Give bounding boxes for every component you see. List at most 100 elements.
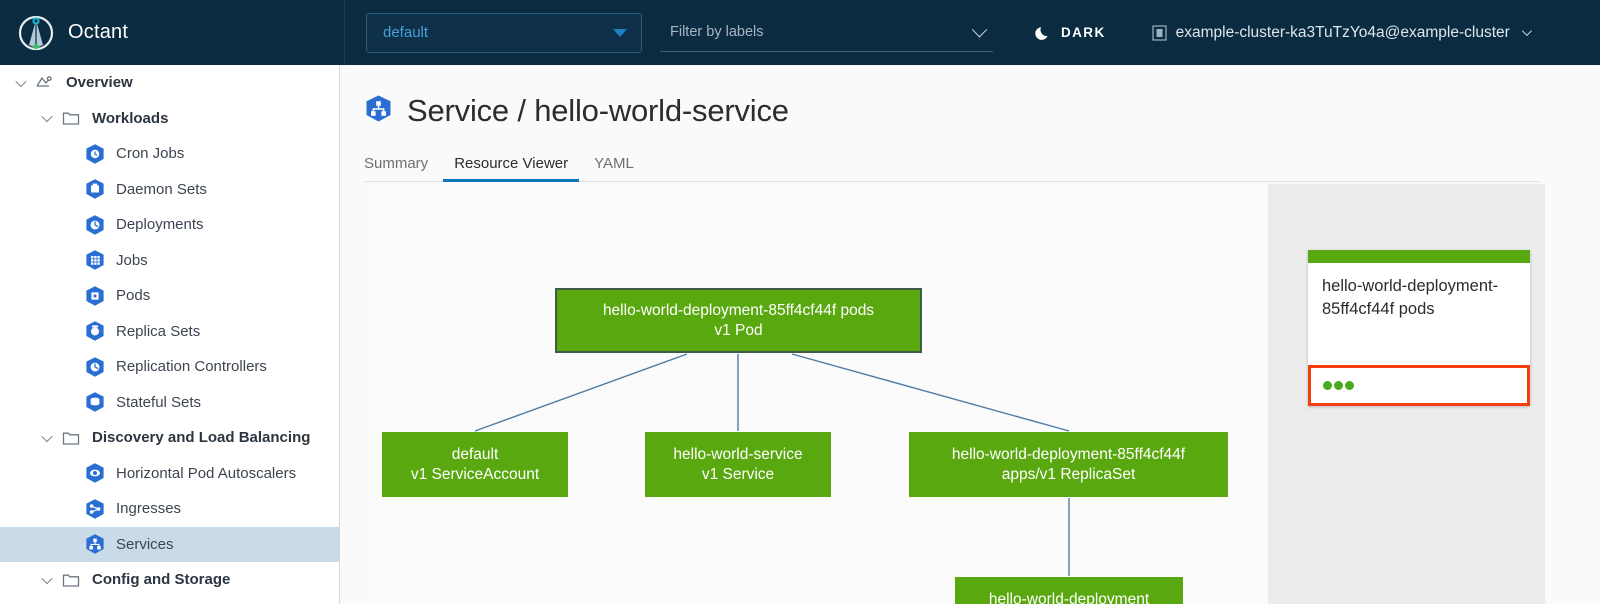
sidebar-item-deployments[interactable]: Deployments: [0, 207, 339, 243]
namespace-value: default: [383, 24, 429, 41]
sidebar-item-label: Replication Controllers: [116, 358, 267, 376]
graph-node-kind: v1 Service: [701, 465, 775, 483]
graph-edge-pod-to-replicaset: [791, 353, 1070, 432]
graph-edges: [474, 353, 1070, 576]
namespace-selector[interactable]: default: [366, 12, 642, 53]
card-status-accent-bar: [1308, 250, 1530, 263]
sidebar-item-jobs[interactable]: Jobs: [0, 243, 339, 279]
sidebar-item-label: Cron Jobs: [116, 145, 185, 163]
chevron-down-icon[interactable]: [34, 111, 60, 123]
sidebar-item-label: Deployments: [116, 216, 204, 234]
sidebar-item-label: Services: [116, 535, 174, 553]
folder-icon: [60, 107, 82, 129]
k8s-hpa-icon: [84, 462, 106, 484]
chevron-down-icon[interactable]: [8, 75, 34, 87]
graph-node-kind: v1 ServiceAccount: [410, 465, 540, 483]
k8s-service-icon: [84, 533, 106, 555]
labels-filter-input[interactable]: Filter by labels: [660, 14, 993, 52]
sidebar-item-pods[interactable]: Pods: [0, 278, 339, 314]
sidebar-item-label: Config and Storage: [92, 571, 231, 589]
sidebar-item-label: Replica Sets: [116, 322, 201, 340]
k8s-deployment-icon: [84, 214, 106, 236]
sidebar-item-workloads[interactable]: Workloads: [0, 101, 339, 137]
overview-icon: [34, 72, 56, 94]
cluster-selector[interactable]: example-cluster-ka3TuTzYo4a@example-clus…: [1152, 23, 1532, 42]
status-dot[interactable]: [1323, 381, 1332, 390]
sidebar-item-label: Discovery and Load Balancing: [92, 429, 311, 447]
graph-edge-pod-to-serviceaccount: [474, 353, 688, 432]
folder-icon: [60, 569, 82, 591]
graph-node-name: hello-world-deployment-85ff4cf44f: [951, 445, 1186, 463]
theme-toggle-label: DARK: [1061, 25, 1106, 40]
tab-yaml[interactable]: YAML: [594, 155, 634, 172]
octant-logo-icon: [18, 15, 54, 51]
graph-node-name: hello-world-service: [673, 445, 803, 463]
sidebar-item-cron-jobs[interactable]: Cron Jobs: [0, 136, 339, 172]
chevron-down-icon: [971, 21, 988, 37]
theme-toggle[interactable]: DARK: [1035, 24, 1106, 41]
main-content: Service / hello-world-service Summary Res…: [340, 65, 1600, 604]
sidebar-item-replica-sets[interactable]: Replica Sets: [0, 314, 339, 350]
chevron-down-icon: [1521, 26, 1532, 37]
k8s-replicationcontroller-icon: [84, 356, 106, 378]
tab-summary[interactable]: Summary: [364, 155, 429, 172]
tab-bar[interactable]: Summary Resource Viewer YAML: [364, 151, 1540, 182]
page-title-text: Service / hello-world-service: [407, 93, 789, 128]
graph-node-replicaset[interactable]: hello-world-deployment-85ff4cf44f apps/v1…: [909, 432, 1228, 497]
tab-resource-viewer[interactable]: Resource Viewer: [441, 155, 581, 182]
folder-icon: [60, 427, 82, 449]
sidebar-item-overview[interactable]: Overview: [0, 65, 339, 101]
card-title: hello-world-deployment-85ff4cf44f pods: [1322, 277, 1499, 318]
moon-icon: [1035, 24, 1052, 41]
sidebar-item-label: Ingresses: [116, 500, 182, 518]
cluster-label: example-cluster-ka3TuTzYo4a@example-clus…: [1175, 23, 1510, 41]
k8s-cronjob-icon: [84, 143, 106, 165]
sidebar-item-stateful-sets[interactable]: Stateful Sets: [0, 385, 339, 421]
sidebar-item-discovery-and-load-balancing[interactable]: Discovery and Load Balancing: [0, 420, 339, 456]
sidebar-item-ingresses[interactable]: Ingresses: [0, 491, 339, 527]
status-dot[interactable]: [1334, 381, 1343, 390]
sidebar-item-label: Overview: [66, 74, 133, 92]
resource-detail-card[interactable]: hello-world-deployment-85ff4cf44f pods: [1308, 250, 1530, 406]
chevron-down-icon: [613, 28, 627, 37]
sidebar-item-replication-controllers[interactable]: Replication Controllers: [0, 349, 339, 385]
k8s-ingress-icon: [84, 498, 106, 520]
k8s-service-icon: [364, 94, 393, 128]
chevron-down-icon[interactable]: [34, 430, 60, 442]
brand-title: Octant: [68, 21, 129, 43]
top-header: Octant default Filter by labels DARK: [0, 0, 1600, 65]
k8s-daemonset-icon: [84, 178, 106, 200]
sidebar-item-services[interactable]: Services: [0, 526, 339, 562]
sidebar-item-label: Workloads: [92, 109, 169, 127]
sidebar-item-daemon-sets[interactable]: Daemon Sets: [0, 172, 339, 208]
page-title: Service / hello-world-service: [340, 65, 1600, 129]
graph-node-pod[interactable]: hello-world-deployment-85ff4cf44f pods v1…: [555, 288, 922, 353]
sidebar-item-label: Pods: [116, 287, 151, 305]
sidebar-item-label: Stateful Sets: [116, 393, 202, 411]
brand-area[interactable]: Octant: [0, 0, 345, 65]
graph-node-name: hello-world-deployment-85ff4cf44f pods: [602, 301, 875, 319]
graph-node-name: default: [451, 445, 499, 463]
cluster-icon: [1152, 24, 1167, 41]
graph-node-deployment[interactable]: hello-world-deploymentapps/v1 Deployment: [955, 577, 1183, 604]
sidebar-item-label: Jobs: [116, 251, 148, 269]
sidebar-item-label: Daemon Sets: [116, 180, 207, 198]
graph-node-name: hello-world-deployment: [988, 590, 1150, 604]
sidebar-item-label: Horizontal Pod Autoscalers: [116, 464, 297, 482]
sidebar-item-horizontal-pod-autoscalers[interactable]: Horizontal Pod Autoscalers: [0, 456, 339, 492]
detail-panel: hello-world-deployment-85ff4cf44f pods: [1268, 184, 1545, 604]
k8s-statefulset-icon: [84, 391, 106, 413]
sidebar-item-config-and-storage[interactable]: Config and Storage: [0, 562, 339, 598]
graph-node-service[interactable]: hello-world-service v1 Service: [645, 432, 831, 497]
status-dot[interactable]: [1345, 381, 1354, 390]
graph-node-serviceaccount[interactable]: default v1 ServiceAccount: [382, 432, 568, 497]
k8s-job-icon: [84, 249, 106, 271]
k8s-pod-icon: [84, 285, 106, 307]
graph-node-kind: apps/v1 ReplicaSet: [1001, 465, 1136, 483]
card-status-row[interactable]: [1308, 365, 1530, 406]
chevron-down-icon[interactable]: [34, 572, 60, 584]
graph-node-kind: v1 Pod: [714, 321, 763, 339]
labels-filter-placeholder: Filter by labels: [670, 24, 764, 40]
